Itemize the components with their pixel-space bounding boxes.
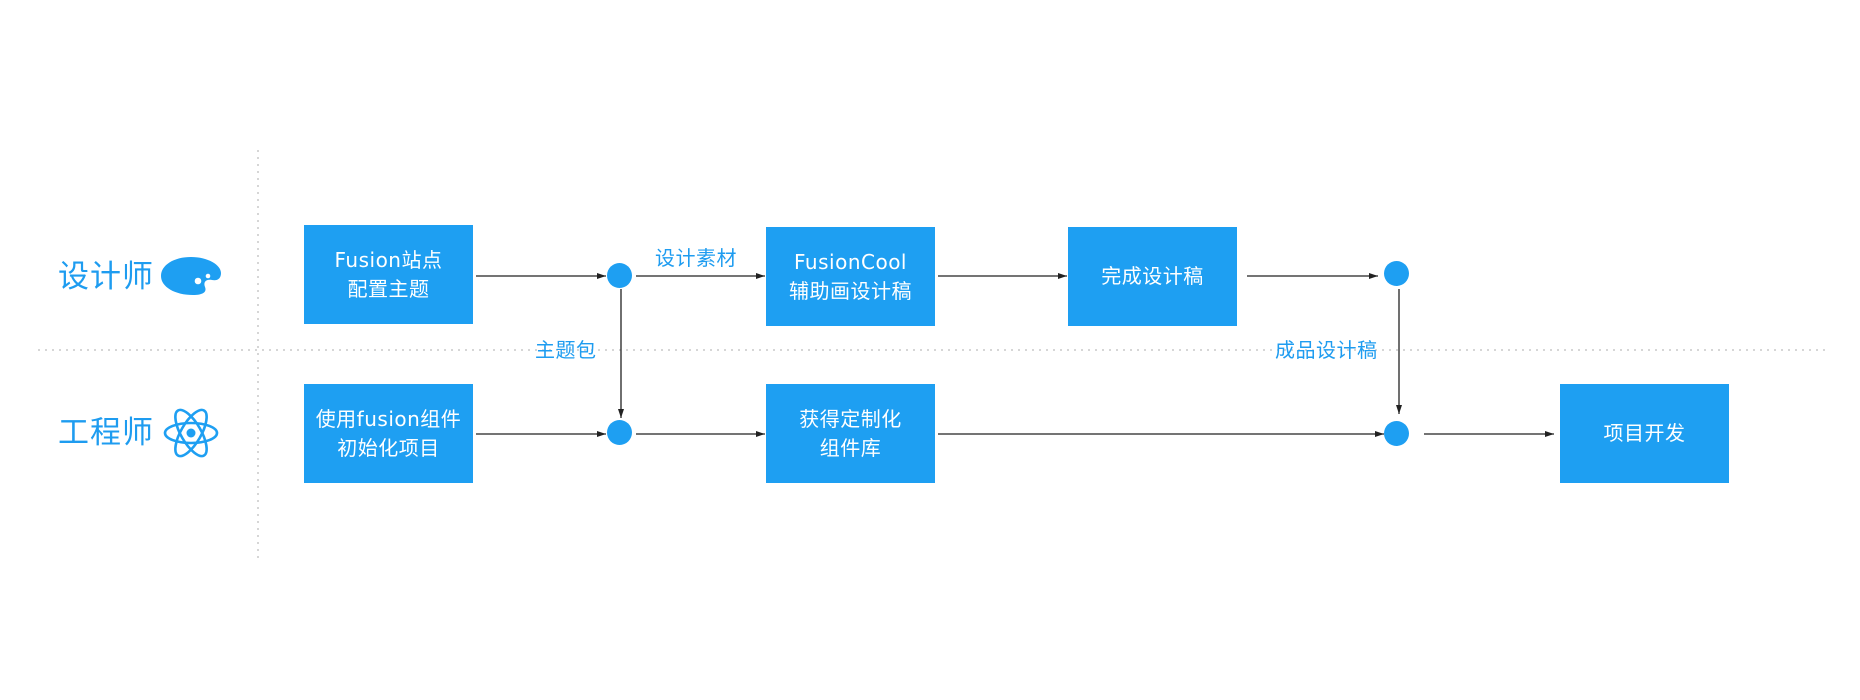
step-finish-design[interactable]: 完成设计稿 [1068, 227, 1237, 326]
step-label-line: 配置主题 [347, 276, 430, 301]
step-label-line: 使用fusion组件 [315, 406, 462, 431]
lane-label-designer: 设计师 [58, 259, 154, 295]
junction-node-theme-merge [607, 420, 632, 445]
junction-node-dev-merge [1384, 421, 1409, 446]
step-fusion-site-config[interactable]: Fusion站点 配置主题 [304, 225, 473, 324]
step-label-line: 获得定制化 [799, 406, 902, 431]
junction-node-final-design [1384, 261, 1409, 286]
step-init-project[interactable]: 使用fusion组件 初始化项目 [304, 384, 473, 483]
step-label-line: 完成设计稿 [1101, 264, 1204, 288]
lane-label-engineer: 工程师 [58, 415, 154, 451]
atom-icon [163, 408, 219, 458]
step-label-line: 项目开发 [1603, 421, 1686, 445]
step-project-dev[interactable]: 项目开发 [1560, 384, 1729, 483]
palette-icon [161, 257, 221, 295]
step-fusioncool[interactable]: FusionCool 辅助画设计稿 [766, 227, 935, 326]
junction-node-design-assets [607, 263, 632, 288]
step-label-line: 初始化项目 [337, 435, 440, 460]
step-label-line: 辅助画设计稿 [789, 278, 912, 303]
step-label-line: 组件库 [819, 435, 882, 460]
edge-label-theme-pack: 主题包 [535, 338, 597, 362]
step-label-line: Fusion站点 [334, 247, 443, 272]
edge-label-final-design: 成品设计稿 [1275, 338, 1378, 362]
edge-label-design-assets: 设计素材 [655, 246, 737, 270]
step-label-line: FusionCool [794, 249, 907, 274]
step-custom-component-lib[interactable]: 获得定制化 组件库 [766, 384, 935, 483]
